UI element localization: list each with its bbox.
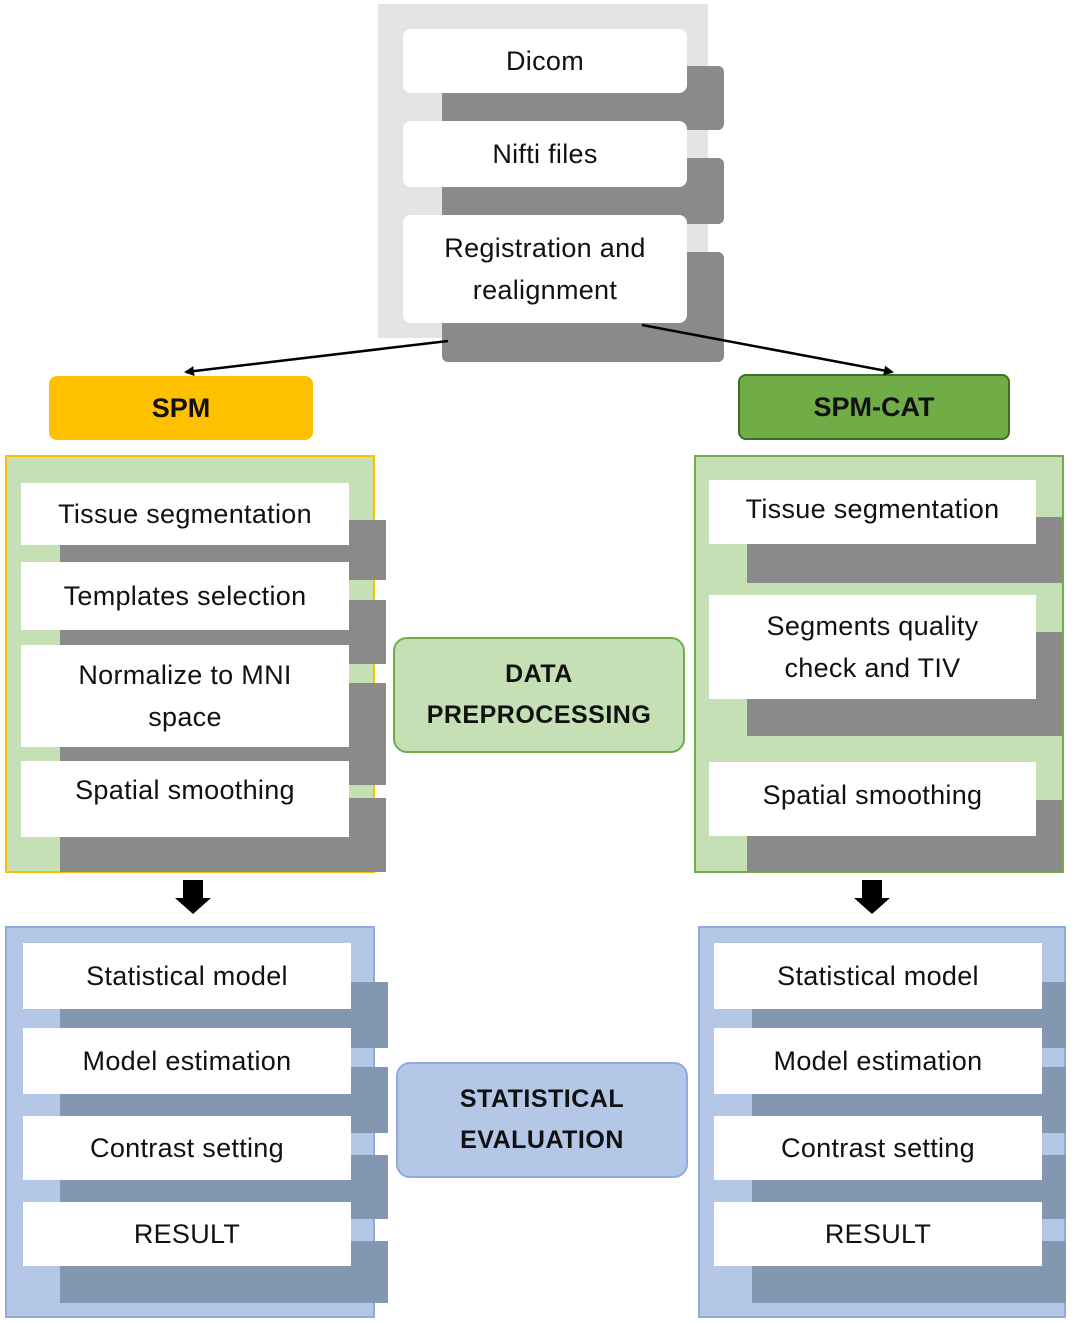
spm-cat-title: SPM-CAT	[738, 374, 1010, 440]
arrow-down-spm	[175, 880, 211, 914]
spm-step-templates-selection: Templates selection	[21, 562, 349, 630]
stage-statistical-evaluation: STATISTICAL EVALUATION	[396, 1062, 688, 1178]
spm-step-tissue-segmentation: Tissue segmentation	[21, 483, 349, 545]
arrow-down-spm-cat	[854, 880, 890, 914]
cat-step-tissue-segmentation: Tissue segmentation	[709, 480, 1036, 544]
spm-step-statistical-model: Statistical model	[23, 943, 351, 1009]
cat-step-spatial-smoothing: Spatial smoothing	[709, 762, 1036, 836]
step-registration: Registration and realignment	[403, 215, 687, 323]
stage-data-preprocessing: DATA PREPROCESSING	[393, 637, 685, 753]
step-dicom: Dicom	[403, 29, 687, 93]
cat-step-statistical-model: Statistical model	[714, 943, 1042, 1009]
cat-step-model-estimation: Model estimation	[714, 1028, 1042, 1094]
spm-step-model-estimation: Model estimation	[23, 1028, 351, 1094]
arrow-to-spm	[184, 339, 449, 377]
spm-step-normalize-mni: Normalize to MNI space	[21, 645, 349, 747]
arrow-to-spm-cat	[641, 323, 894, 376]
spm-step-contrast-setting: Contrast setting	[23, 1116, 351, 1180]
cat-step-contrast-setting: Contrast setting	[714, 1116, 1042, 1180]
spm-step-result: RESULT	[23, 1202, 351, 1266]
step-nifti-files: Nifti files	[403, 121, 687, 187]
spm-step-spatial-smoothing: Spatial smoothing	[21, 761, 349, 837]
cat-step-segments-quality: Segments quality check and TIV	[709, 595, 1036, 699]
spm-title: SPM	[49, 376, 313, 440]
cat-step-result: RESULT	[714, 1202, 1042, 1266]
